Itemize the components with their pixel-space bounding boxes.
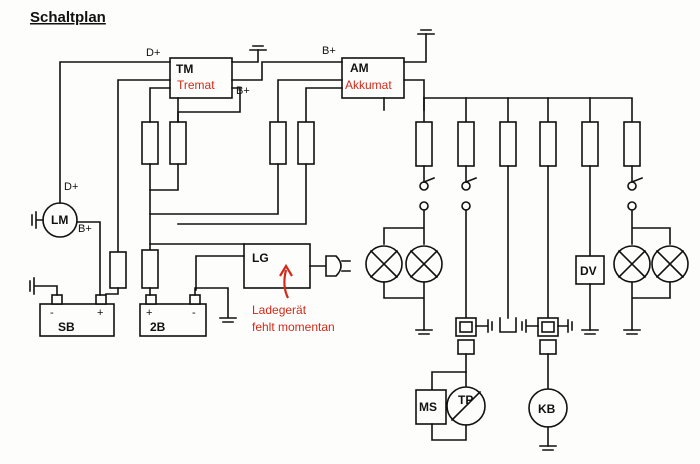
lamp-1 bbox=[365, 245, 403, 283]
tp-label: TP bbox=[458, 393, 473, 407]
tm-b-plus-label: B+ bbox=[236, 85, 250, 97]
right-distribution: DV bbox=[365, 79, 689, 355]
battery-2b: + - 2B bbox=[139, 294, 207, 337]
am-label: AM bbox=[350, 61, 369, 75]
tm-label: TM bbox=[176, 62, 193, 76]
2b-plus-label: + bbox=[146, 307, 152, 319]
left-wiring bbox=[29, 61, 241, 323]
lg-note-line2: fehlt momentan bbox=[252, 320, 335, 334]
lamp-2 bbox=[405, 245, 443, 283]
sb-plus-label: + bbox=[97, 307, 103, 319]
tm-ground-symbol bbox=[231, 45, 267, 63]
dv-label: DV bbox=[580, 264, 597, 278]
kb-motor: KB bbox=[528, 388, 568, 428]
sb-minus-label: - bbox=[50, 307, 54, 319]
diagram-title: Schaltplan bbox=[30, 9, 106, 26]
am-name: Akkumat bbox=[345, 78, 392, 92]
lm-b-plus-label: B+ bbox=[78, 223, 92, 235]
tm-name: Tremat bbox=[177, 78, 215, 92]
tp-pump: TP bbox=[446, 386, 486, 426]
lg-note-line1: Ladegerät bbox=[252, 303, 307, 317]
battery-sb: - + SB bbox=[39, 294, 115, 337]
am-module: AM Akkumat B+ bbox=[322, 45, 405, 99]
tm-module: TM Tremat D+ B+ bbox=[146, 47, 250, 99]
lm-d-plus-label: D+ bbox=[64, 181, 78, 193]
2b-label: 2B bbox=[150, 320, 166, 334]
lamp-3 bbox=[613, 245, 651, 283]
sb-label: SB bbox=[58, 320, 75, 334]
ms-label: MS bbox=[419, 400, 437, 414]
kb-label: KB bbox=[538, 402, 556, 416]
lm-label: LM bbox=[51, 213, 68, 227]
lamp-4 bbox=[651, 245, 689, 283]
lm-generator: LM D+ B+ bbox=[42, 181, 92, 238]
bottom-devices: MS TP KB bbox=[415, 353, 568, 451]
am-b-plus-label: B+ bbox=[322, 45, 336, 57]
lg-label: LG bbox=[252, 251, 269, 265]
lg-charger-box bbox=[243, 243, 311, 289]
ms-box bbox=[415, 389, 447, 425]
2b-minus-label: - bbox=[192, 307, 196, 319]
tm-d-plus-label: D+ bbox=[146, 47, 160, 59]
middle-wiring: LG Ladegerät fehlt momentan bbox=[149, 61, 351, 334]
am-ground-symbol bbox=[403, 29, 435, 63]
